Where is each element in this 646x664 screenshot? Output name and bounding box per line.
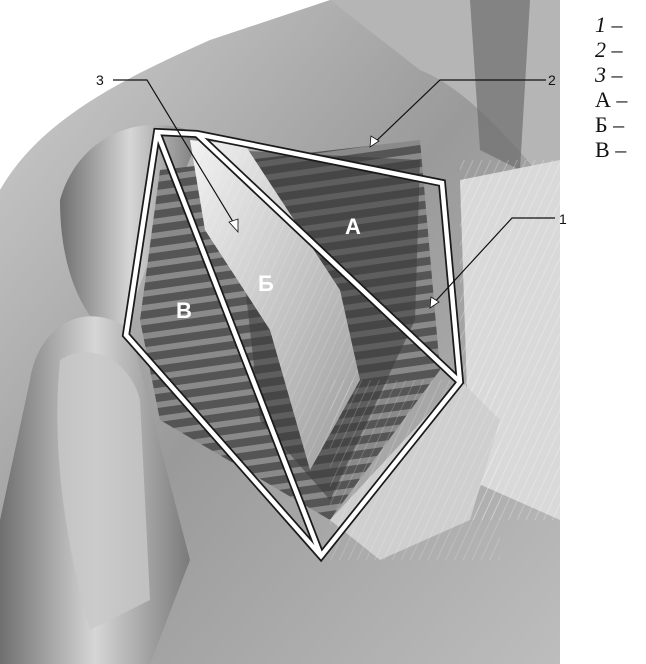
legend-key: Б <box>595 112 608 137</box>
legend: 1 – 2 – 3 – А – Б – В – <box>595 12 646 162</box>
legend-dash: – <box>613 112 624 137</box>
pointer-label-3: 3 <box>96 72 104 88</box>
legend-key: В <box>595 137 610 162</box>
legend-dash: – <box>615 137 626 162</box>
legend-item: Б – <box>595 112 646 137</box>
zone-label-b: Б <box>258 271 274 296</box>
zone-label-v: В <box>176 298 192 323</box>
lower-fibers <box>330 380 500 560</box>
legend-dash: – <box>612 37 623 62</box>
legend-item: 3 – <box>595 62 646 87</box>
pointer-label-1: 1 <box>559 211 567 227</box>
legend-key: 2 <box>595 37 606 62</box>
legend-dash: – <box>612 12 623 37</box>
zone-label-a: А <box>345 214 361 239</box>
legend-key: 1 <box>595 12 606 37</box>
legend-item: 1 – <box>595 12 646 37</box>
legend-dash: – <box>612 62 623 87</box>
legend-dash: – <box>616 87 627 112</box>
pointer-label-2: 2 <box>548 72 556 88</box>
legend-item: 2 – <box>595 37 646 62</box>
legend-key: А <box>595 87 611 112</box>
legend-key: 3 <box>595 62 606 87</box>
legend-item: В – <box>595 137 646 162</box>
legend-item: А – <box>595 87 646 112</box>
